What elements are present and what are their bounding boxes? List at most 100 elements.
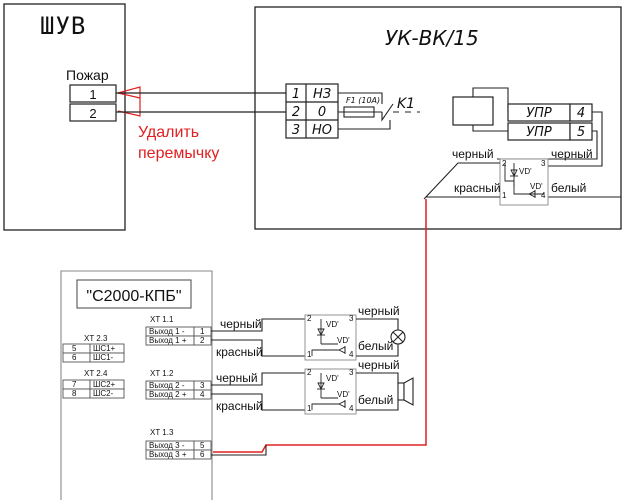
xt11-r1-num: 1 (200, 327, 205, 336)
dm-top-pin-1: 1 (502, 191, 507, 200)
diode-module-1: черный красный 2 3 1 4 VD' VD' черный бе… (211, 304, 406, 361)
m1-black-label: черный (220, 317, 262, 331)
wire-nz-internal (338, 92, 383, 104)
ukvk-row-1-num: 1 (292, 87, 300, 102)
m1-vd-1: VD' (326, 320, 339, 329)
ukvk-frame (254, 6, 622, 230)
m2-out-black-label: черный (358, 358, 400, 372)
m1-pin-3: 3 (349, 314, 354, 323)
xt12-block (145, 380, 212, 400)
ukvk-terminal-block: 1 НЗ 2 0 3 НО (285, 83, 339, 139)
relay-contact-arm (381, 103, 394, 122)
fuse-icon: F1 (10A) (338, 96, 382, 118)
xt23-r1-num-cell (62, 343, 91, 354)
jumper-diagonal (117, 92, 141, 99)
m1-red-label: красный (216, 345, 263, 359)
module1-output-wires (356, 318, 399, 357)
upr-1-num: 4 (577, 106, 585, 121)
module2-frame (304, 368, 357, 415)
dm-top-vd-2: VD' (530, 182, 543, 191)
dm-top-vd-1: VD' (519, 167, 532, 176)
module2-output-wires (356, 372, 399, 411)
m2-diode-b-wire (311, 403, 339, 410)
m2-pin-4: 4 (349, 404, 354, 413)
relay-coil-icon (452, 87, 509, 132)
siren-body (397, 382, 405, 401)
wire-no-internal (338, 120, 391, 130)
wire-black-to-diagonal (423, 162, 500, 200)
diode-module-top: 2 3 1 4 VD' VD' (499, 158, 549, 206)
upr-1-label: УПР (526, 106, 552, 121)
m1-wire-black (211, 318, 305, 332)
fuse-label: F1 (10A) (346, 96, 380, 105)
upr-2-num: 5 (577, 125, 585, 140)
m1-vd-2: VD' (337, 336, 350, 345)
xt12-r1-name: Выход 2 - (149, 381, 185, 390)
diode-icon (311, 319, 346, 356)
xt23-r1-name: ШС1+ (93, 344, 116, 353)
m1-pin-1: 1 (307, 350, 312, 359)
coil-wire-top (472, 87, 509, 112)
shuv-group-label: Пожар (66, 67, 109, 83)
ukvk-title: УК-ВК/15 (385, 26, 479, 50)
m1-wire-red (211, 339, 305, 357)
m1-pin-2: 2 (307, 314, 312, 323)
remove-jumper-note-line1: Удалить (138, 124, 199, 141)
upr-white-label: белый (551, 181, 586, 195)
shuv-frame (3, 3, 126, 231)
m2-vd-1: VD' (326, 374, 339, 383)
m2-red-label: красный (216, 399, 263, 413)
m2-out-white (356, 398, 399, 411)
jumper-loop (117, 86, 141, 117)
xt12-r2-num: 4 (200, 390, 205, 399)
ukvk-output-block: УПР 4 УПР 5 (507, 103, 593, 141)
relay-coil-body (452, 96, 494, 126)
ukvk-row-3-label: НО (312, 123, 332, 138)
ukvk-internal-wires (338, 92, 391, 130)
ukvk-row-1-label: НЗ (313, 87, 331, 102)
xt12-label: XT 1.2 (150, 369, 174, 378)
diode-module-2: черный красный 2 3 1 4 VD' VD' черный бе… (211, 358, 414, 415)
siren-icon (397, 377, 414, 406)
ukvk-module: УК-ВК/15 1 НЗ 2 0 3 НО F1 (10A) K1 (254, 6, 622, 230)
xt23-r2-num-cell (62, 352, 91, 363)
xt24-r1-name: ШС2+ (93, 380, 116, 389)
m1-out-black-label: черный (358, 304, 400, 318)
ukvk-row-2-num: 2 (292, 105, 300, 120)
xt13-label: XT 1.3 (150, 428, 174, 437)
diode-module-top-frame (499, 158, 549, 206)
shuv-to-uk-wires (116, 92, 286, 113)
m1-out-black (356, 318, 399, 330)
xt13-r2-num: 6 (200, 450, 205, 459)
relay-label: K1 (397, 96, 415, 112)
kpb-title-box (76, 279, 192, 309)
xt23-r2-num: 6 (72, 353, 77, 362)
shuv-terminal-2-num: 2 (89, 106, 96, 121)
xt23-r1-num: 5 (72, 344, 77, 353)
m2-pin-2: 2 (307, 368, 312, 377)
lamp-icon (390, 329, 406, 345)
xt23-r2-name-cell (89, 352, 125, 363)
diode-top-wire-b (513, 163, 544, 195)
lamp-cross-2 (392, 331, 404, 343)
diode-icon (311, 373, 346, 410)
xt23-r2-name: ШС1- (93, 353, 114, 362)
xt12-r1-num: 3 (200, 381, 205, 390)
xt13-r2-name: Выход 3 + (149, 450, 187, 459)
xt13-wire-2 (211, 445, 267, 456)
coil-wire-bottom (472, 125, 508, 132)
xt24-r2-name-cell (89, 388, 125, 399)
m1-out-white-label: белый (358, 339, 393, 353)
xt12-r2-name: Выход 2 + (149, 390, 187, 399)
xt11-r1-name: Выход 1 - (149, 327, 185, 336)
m1-out-white (356, 344, 399, 357)
xt11-r2-num: 2 (200, 336, 205, 345)
kpb-title: "С2000-КПБ" (86, 288, 181, 305)
dm-top-pin-2: 2 (502, 159, 507, 168)
m1-pin-4: 4 (349, 350, 354, 359)
xt24-r2-name: ШС2- (93, 389, 114, 398)
xt13-block (145, 440, 212, 460)
xt11-label: XT 1.1 (150, 315, 174, 324)
module-top-wires (423, 162, 500, 200)
xt24-r1-num: 7 (72, 380, 77, 389)
